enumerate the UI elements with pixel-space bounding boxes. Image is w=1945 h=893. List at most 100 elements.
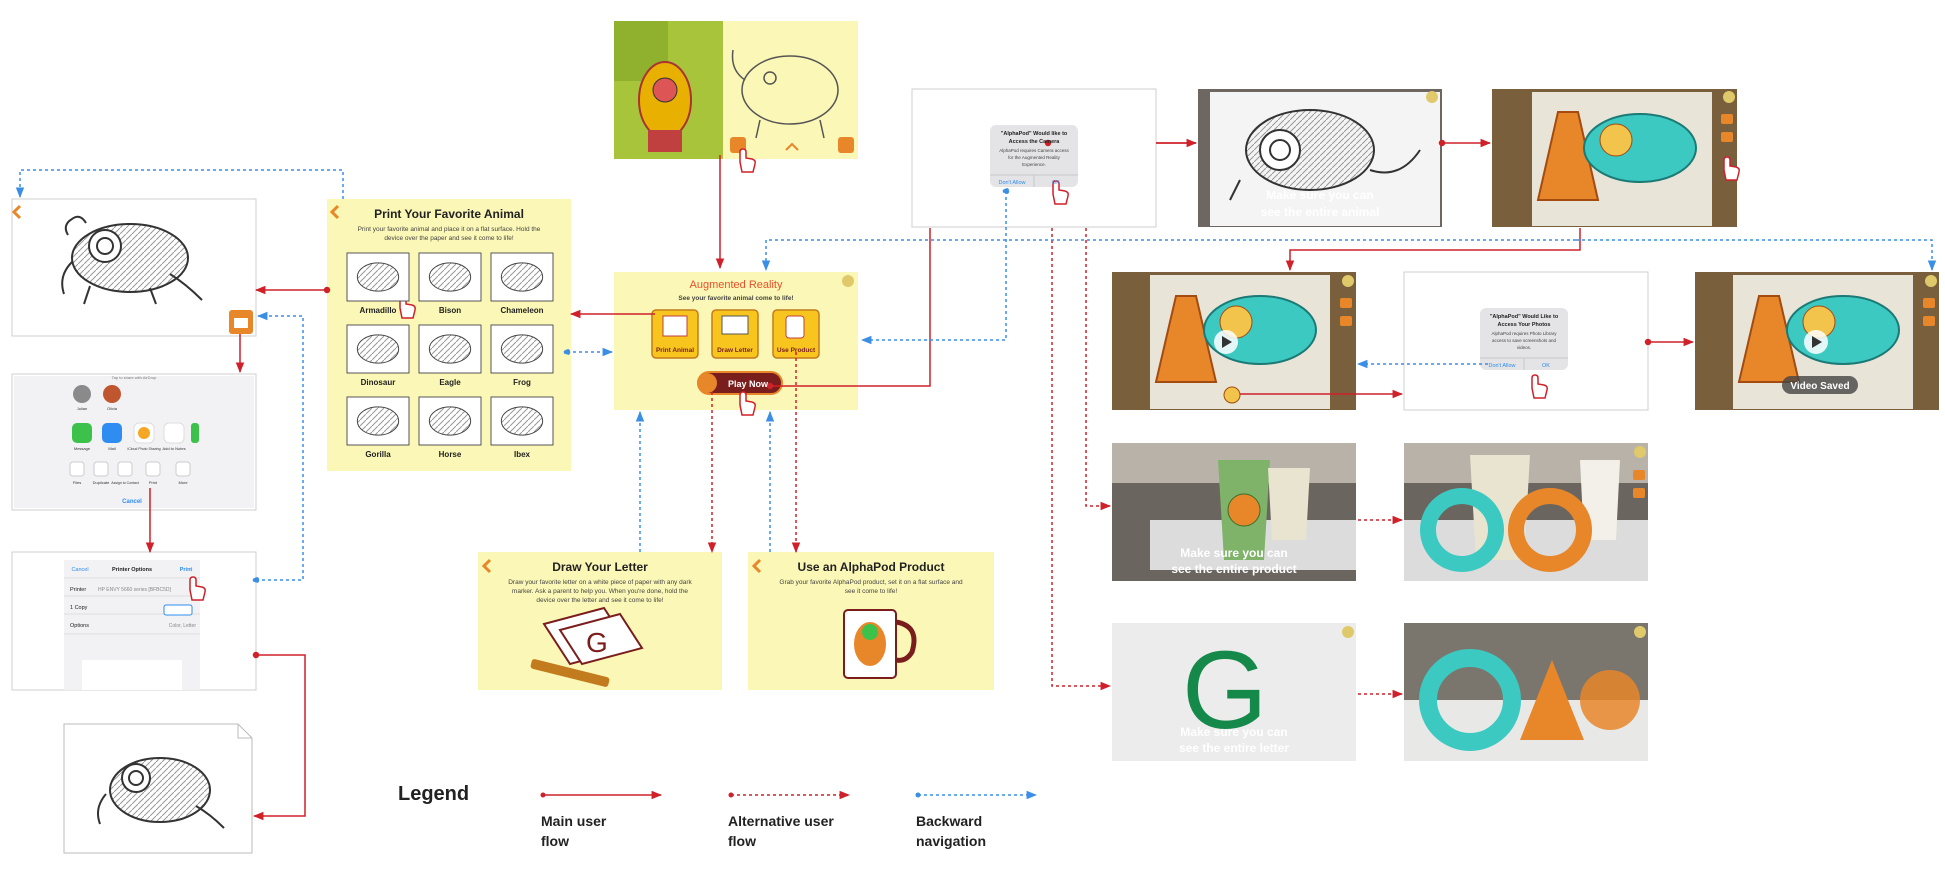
main-flow-connectors [145, 138, 1695, 821]
product-description: Grab your favorite AlphaPod product, set… [779, 579, 963, 586]
share-action-label: Print [149, 480, 158, 485]
share-cancel-button[interactable]: Cancel [122, 499, 142, 505]
camera-icon[interactable] [1923, 316, 1935, 326]
svg-text:G: G [1182, 629, 1268, 752]
printer-cancel-button[interactable]: Cancel [71, 567, 88, 573]
back-chevron-icon[interactable] [11, 204, 22, 220]
armadillo-illustration [61, 215, 203, 305]
photos-dialog-body: access to save screenshots and [1492, 338, 1557, 343]
draw-letter-description: Draw your favorite letter on a white pie… [508, 579, 692, 586]
draw-letter-label: Draw Letter [717, 347, 753, 354]
camera-ok-button[interactable]: OK [1052, 180, 1060, 186]
camera-icon[interactable] [1340, 316, 1352, 326]
hand-pointer-icon [1052, 180, 1069, 205]
more-icon[interactable] [175, 461, 191, 477]
settings-icon[interactable] [842, 275, 854, 287]
back-chevron-icon[interactable] [481, 558, 492, 574]
hand-pointer-icon [1531, 374, 1548, 399]
video-icon[interactable] [1633, 470, 1645, 480]
animal-sketch-frog [500, 334, 544, 364]
video-saved-toast [1782, 376, 1858, 394]
overlay-caption-product: Make sure you can [1180, 546, 1287, 560]
settings-icon[interactable] [1426, 91, 1438, 103]
printer-print-button[interactable]: Print [180, 567, 193, 573]
animal-sketch-gorilla [356, 406, 400, 436]
avatar[interactable] [103, 385, 121, 403]
legend-back-label: navigation [916, 833, 986, 849]
photos-deny-button[interactable]: Don't Allow [1488, 363, 1515, 369]
camera-icon[interactable] [1721, 132, 1733, 142]
legend: Legend Main user flow Alternative user f… [398, 783, 1038, 849]
use-product-label: Use Product [777, 347, 816, 354]
play-now-label: Play Now [728, 379, 769, 389]
legend-alt-label: flow [728, 833, 756, 849]
animal-label: Frog [513, 378, 531, 387]
legend-alt-label: Alternative user [728, 813, 834, 829]
print-icon[interactable] [145, 461, 161, 477]
camera-dialog-body: for the Augmented Reality [1008, 155, 1061, 160]
camera-view-animal-screen [1198, 89, 1442, 227]
share-action-label: More [178, 480, 188, 485]
settings-icon[interactable] [1634, 626, 1646, 638]
animal-sketch-eagle [428, 334, 472, 364]
printer-label: Printer [70, 587, 86, 593]
photos-dialog-title: "AlphaPod" Would Like to [1490, 314, 1559, 320]
camera-icon[interactable] [1633, 488, 1645, 498]
back-chevron-icon[interactable] [329, 204, 340, 220]
animal-label: Gorilla [365, 450, 391, 459]
copy-stepper[interactable] [163, 604, 193, 616]
ar-product-screen [1404, 443, 1648, 581]
share-hint: Tap to share with AirDrop [112, 375, 157, 380]
avatar[interactable] [73, 385, 91, 403]
animal-sketch-horse [428, 406, 472, 436]
contact-icon[interactable] [117, 461, 133, 477]
video-icon[interactable] [1340, 298, 1352, 308]
message-app-icon[interactable] [72, 423, 92, 443]
print-icon[interactable] [838, 137, 854, 153]
animal-label: Horse [439, 450, 462, 459]
tap-cursor-icons [189, 148, 1740, 601]
photos-ok-button[interactable]: OK [1542, 363, 1550, 369]
video-icon[interactable] [1923, 298, 1935, 308]
notes-app-icon[interactable] [163, 422, 185, 444]
mail-app-icon[interactable] [102, 423, 122, 443]
camera-view-letter-screen: G [1112, 623, 1356, 761]
printer-value[interactable]: HP ENVY 5660 series [BFBC5D] [98, 587, 172, 593]
ar-screen-subtitle: See your favorite animal come to life! [678, 295, 793, 302]
print-animal-label: Print Animal [656, 347, 694, 354]
share-app-label: iCloud Photo Sharing [127, 447, 160, 451]
video-saved-screen [1695, 272, 1939, 410]
settings-icon[interactable] [1342, 626, 1354, 638]
legend-main-label: flow [541, 833, 569, 849]
animal-sketch-bison [428, 262, 472, 292]
settings-icon[interactable] [1342, 275, 1354, 287]
share-person-name: Julian [77, 406, 87, 411]
record-button[interactable] [1223, 386, 1241, 404]
video-icon[interactable] [1721, 114, 1733, 124]
duplicate-icon[interactable] [93, 461, 109, 477]
chevron-up-icon[interactable] [785, 142, 799, 151]
files-icon[interactable] [69, 461, 85, 477]
overlay-caption-letter: Make sure you can [1180, 725, 1287, 739]
ar-animal-screen [1492, 89, 1737, 227]
animal-label: Eagle [439, 378, 461, 387]
settings-icon[interactable] [1925, 275, 1937, 287]
camera-dialog-body: Experience. [1022, 162, 1046, 167]
copy-count: 1 Copy [70, 605, 88, 611]
legend-title: Legend [398, 783, 469, 805]
animal-sketch-chameleon [500, 262, 544, 292]
product-description: see it come to life! [845, 588, 898, 595]
camera-deny-button[interactable]: Don't Allow [998, 180, 1025, 186]
settings-icon[interactable] [1723, 91, 1735, 103]
options-value[interactable]: Color, Letter [169, 623, 197, 629]
printer-options-title: Printer Options [112, 567, 152, 573]
use-product-screen [748, 552, 994, 690]
animal-label: Chameleon [500, 306, 543, 315]
alternative-flow-connectors [707, 228, 1404, 699]
overlay-caption-animal: Make sure you can [1266, 188, 1373, 202]
back-chevron-icon[interactable] [751, 558, 762, 574]
legend-main-label: Main user [541, 813, 607, 829]
backward-navigation-connectors [15, 169, 1937, 584]
settings-icon[interactable] [1634, 446, 1646, 458]
